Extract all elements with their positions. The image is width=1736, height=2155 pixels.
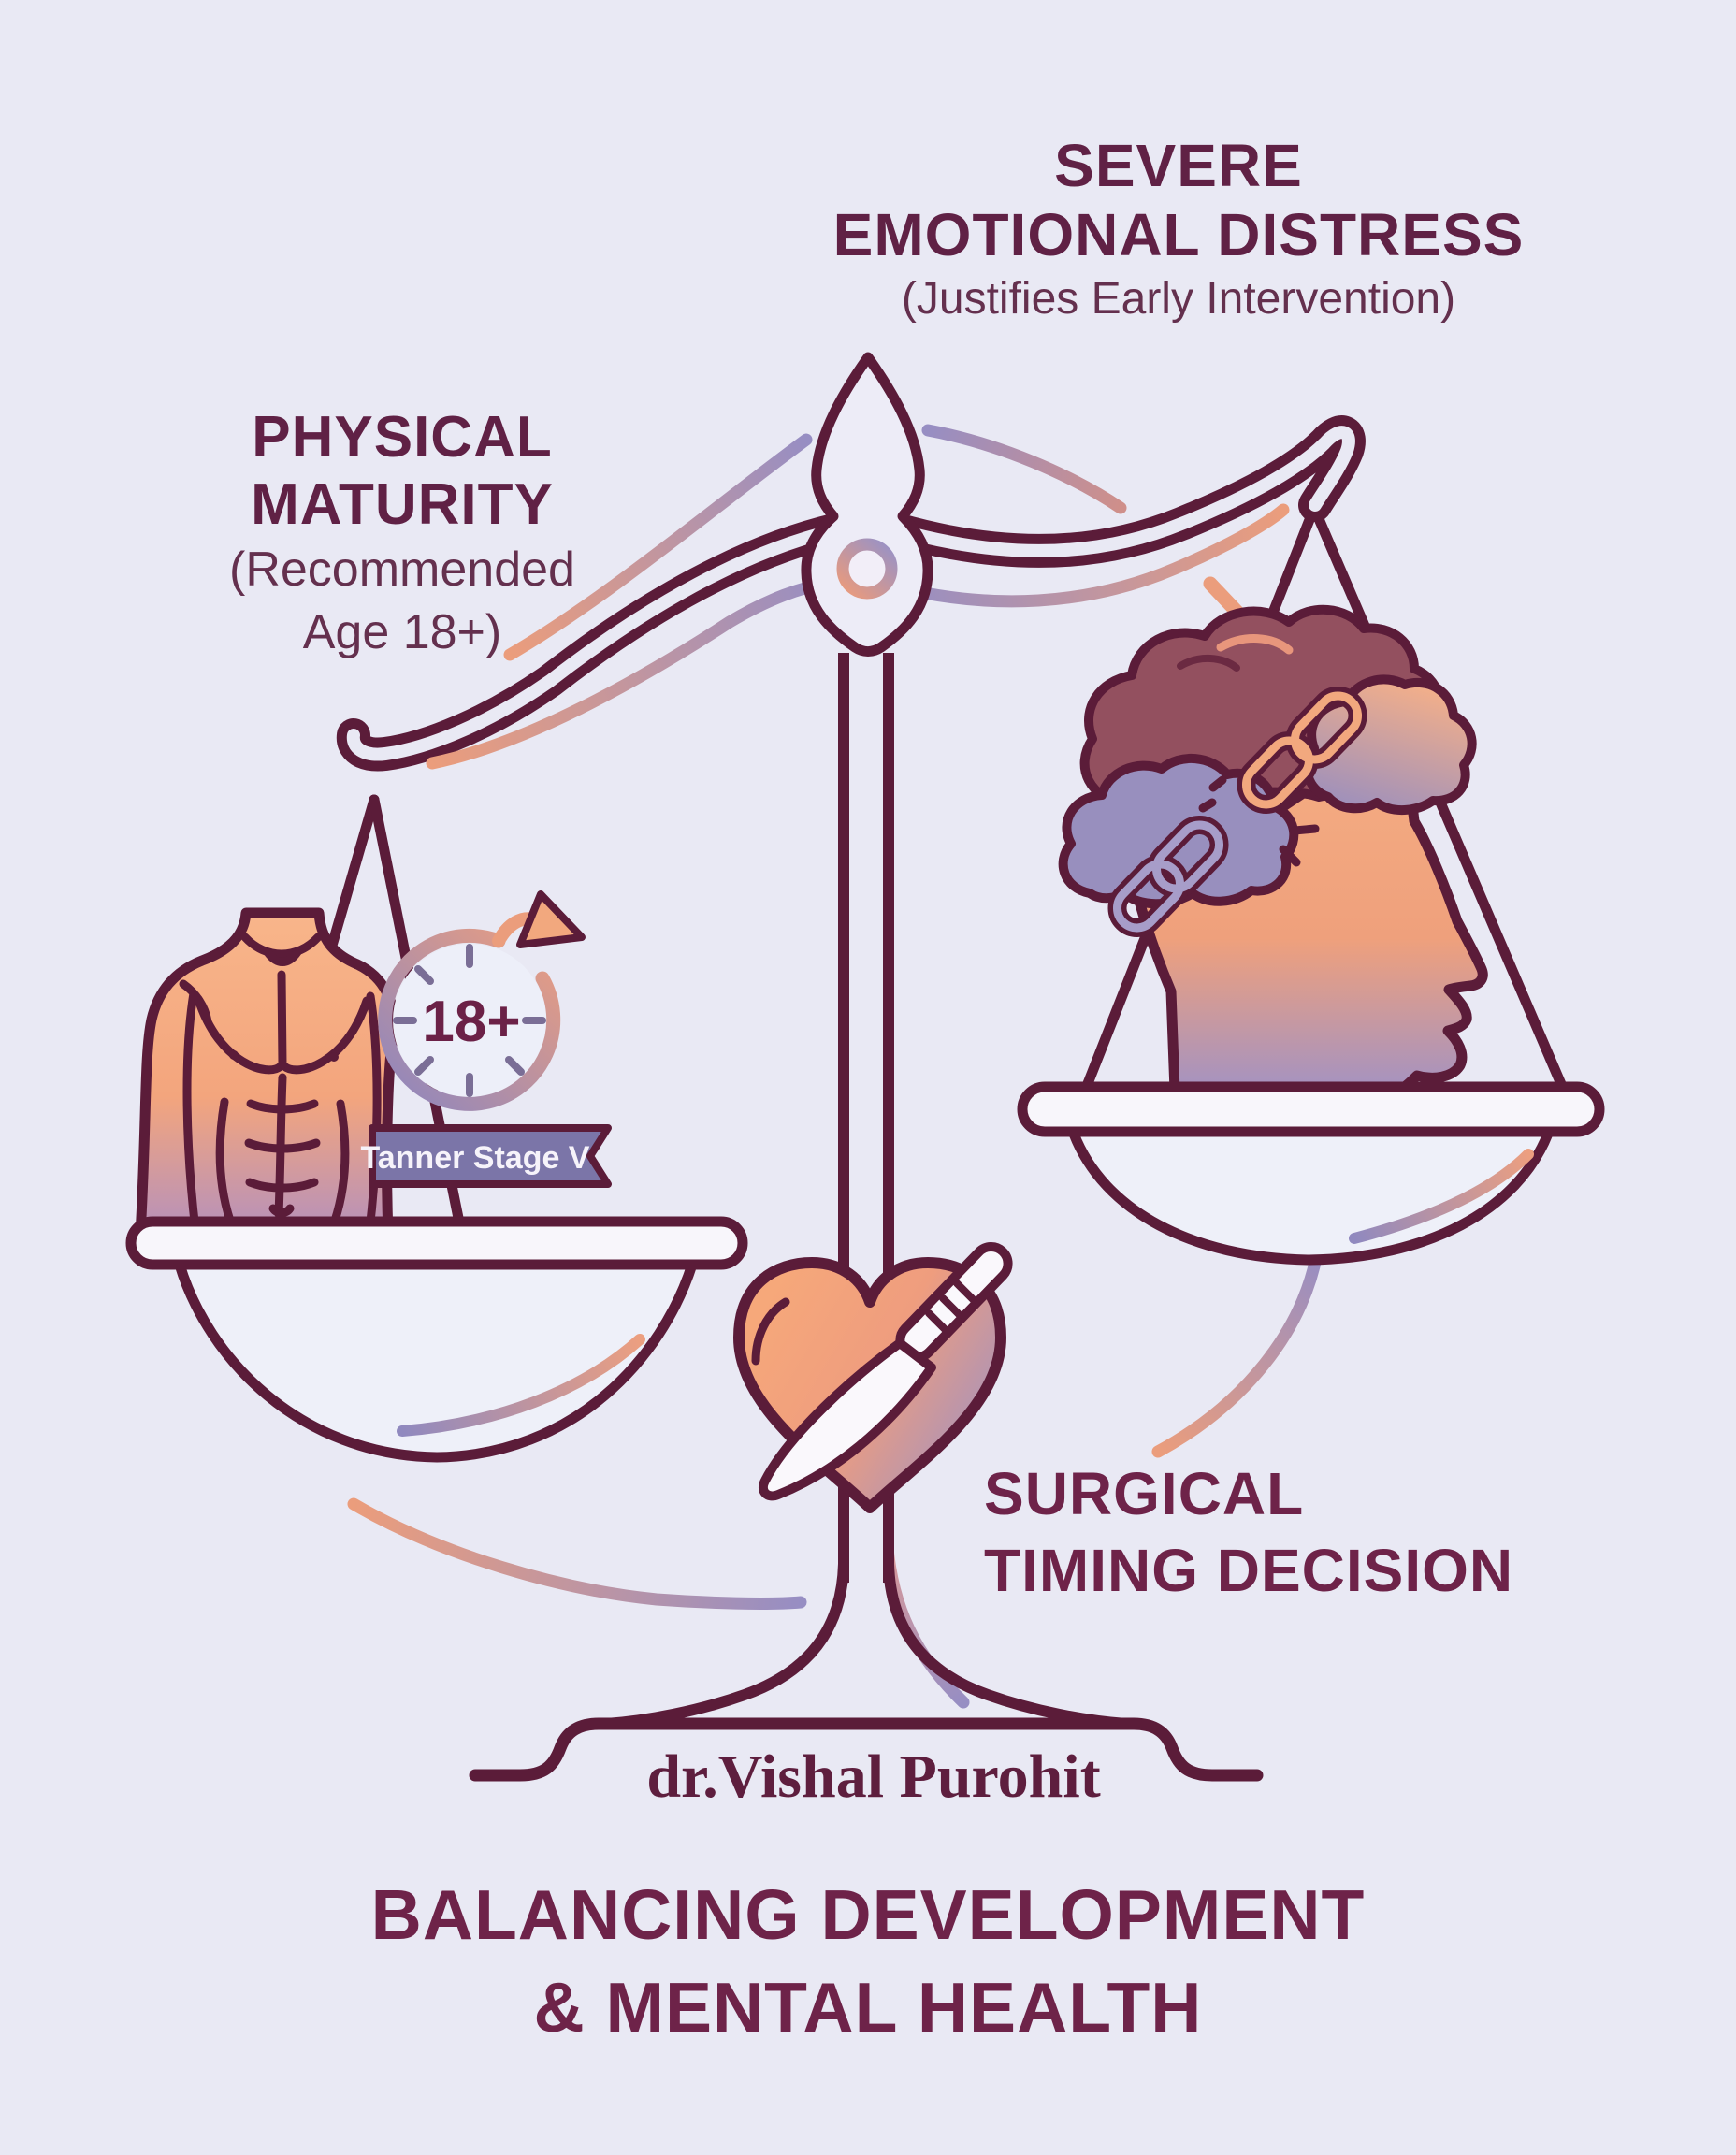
clock-18plus-icon: 18+ bbox=[378, 890, 586, 1111]
heart-scalpel bbox=[733, 1241, 1013, 1513]
poster-title: BALANCING DEVELOPMENT & MENTAL HEALTH bbox=[0, 1869, 1736, 2054]
broken-chain-icon bbox=[1107, 687, 1367, 937]
clock-arrowhead bbox=[516, 890, 586, 948]
accent-inside-right-beam bbox=[891, 503, 1290, 608]
headline-left-line1: PHYSICAL bbox=[252, 405, 553, 470]
headline-right-line2: EMOTIONAL DISTRESS bbox=[832, 201, 1525, 268]
accent-inside-left-beam bbox=[426, 575, 839, 770]
accent-below-left-pan bbox=[347, 1497, 807, 1610]
balance-beam bbox=[336, 415, 1366, 772]
heart-highlight bbox=[751, 1297, 790, 1366]
headline-left-line3: (Recommended bbox=[229, 542, 575, 597]
poster-title-line2: & MENTAL HEALTH bbox=[533, 1968, 1203, 2047]
center-label-line1: SURGICAL bbox=[984, 1460, 1305, 1527]
chain-break-spark bbox=[1198, 775, 1320, 867]
tanner-banner-ribbon: Tanner Stage V bbox=[361, 1124, 612, 1188]
tanner-banner-label: Tanner Stage V bbox=[361, 1140, 590, 1176]
scalpel-icon bbox=[759, 1241, 1013, 1501]
headline-physical-maturity: PHYSICAL MATURITY (Recommended Age 18+) bbox=[28, 404, 776, 664]
finial bbox=[801, 352, 933, 657]
left-pan: 18+ Tanner Stage V bbox=[125, 794, 748, 1463]
pedestal-base bbox=[469, 1717, 1264, 1782]
headline-emotional-distress: SEVERE EMOTIONAL DISTRESS (Justifies Ear… bbox=[617, 131, 1736, 329]
poster-title-line1: BALANCING DEVELOPMENT bbox=[370, 1875, 1366, 1954]
left-pan-bowl bbox=[174, 1263, 698, 1463]
surgical-timing-label: SURGICAL TIMING DECISION bbox=[984, 1455, 1513, 1609]
right-pan-bowl bbox=[1068, 1131, 1554, 1266]
headline-left-line4: Age 18+) bbox=[302, 605, 502, 659]
left-pan-bar bbox=[125, 1216, 748, 1270]
left-bowl-accent bbox=[397, 1334, 645, 1437]
clock-ticks bbox=[393, 944, 546, 1097]
author-credit: dr.Vishal Purohit bbox=[646, 1743, 1101, 1811]
headline-right-line3: (Justifies Early Intervention) bbox=[901, 274, 1456, 324]
clock-badge-label: 18+ bbox=[422, 990, 520, 1054]
accent-right-of-pivot bbox=[921, 424, 1127, 514]
right-bowl-accent bbox=[1349, 1149, 1534, 1244]
torso-icon bbox=[135, 907, 399, 1240]
headline-left-line2: MATURITY bbox=[251, 472, 554, 537]
right-pan bbox=[1017, 502, 1605, 1266]
stem-bell-left bbox=[600, 1558, 849, 1729]
headline-right-line1: SEVERE bbox=[1054, 132, 1303, 199]
right-pan-bar bbox=[1017, 1081, 1605, 1137]
accent-below-right-pan bbox=[1151, 1247, 1324, 1458]
accent-left-of-pivot bbox=[503, 433, 813, 661]
pivot-ring bbox=[836, 538, 898, 600]
center-label-line2: TIMING DECISION bbox=[984, 1537, 1514, 1604]
